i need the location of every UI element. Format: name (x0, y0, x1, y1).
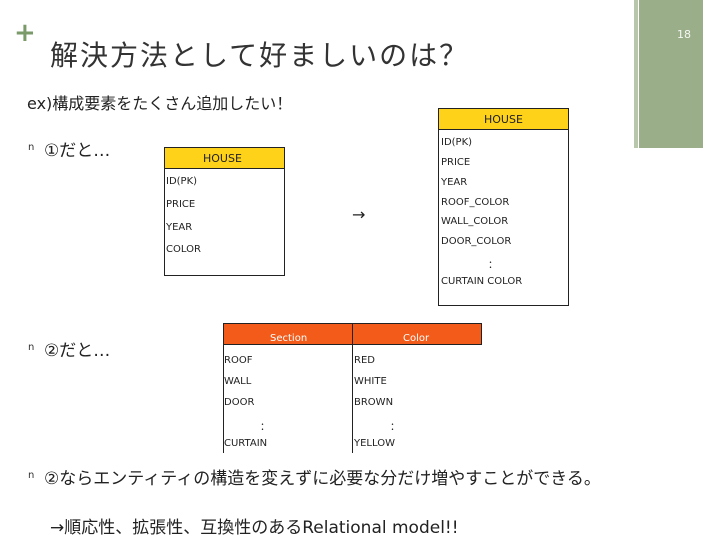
house-right-header: HOUSE (438, 108, 569, 130)
color-table-header-section: Section (270, 333, 308, 344)
house-entity-right: HOUSE ID(PK) PRICE YEAR ROOF_COLOR WALL_… (438, 108, 569, 306)
house-right-field: CURTAIN COLOR (441, 276, 523, 287)
house-right-field: ID(PK) (441, 137, 473, 148)
house-right-field: WALL_COLOR (441, 216, 509, 227)
page-bar-edge (634, 0, 638, 148)
house-left-header-label: HOUSE (203, 152, 242, 165)
bullet-marker-1: n (28, 142, 35, 153)
house-right-field: DOOR_COLOR (441, 236, 512, 247)
house-right-field: ： (488, 260, 498, 271)
house-right-body: ID(PK) PRICE YEAR ROOF_COLOR WALL_COLOR … (438, 129, 569, 306)
table-cell-color: BROWN (354, 397, 394, 408)
page-number-bar (639, 0, 703, 148)
house-right-field: PRICE (441, 157, 471, 168)
house-left-header: HOUSE (164, 147, 285, 169)
slide-subtitle: ex)構成要素をたくさん追加したい！ (27, 94, 293, 113)
transform-arrow: → (352, 205, 366, 224)
house-left-field: ID(PK) (166, 176, 198, 187)
house-right-field: ROOF_COLOR (441, 197, 510, 208)
table-cell-color: YELLOW (354, 438, 395, 449)
slide-plus-mark: + (14, 18, 36, 48)
bullet-2: ②だと… (44, 341, 111, 361)
house-entity-left: HOUSE ID(PK) PRICE YEAR COLOR (164, 147, 285, 276)
bullet-3: ②ならエンティティの構造を変えずに必要な分だけ増やすことができる。 (44, 469, 601, 489)
table-cell-section: ROOF (224, 355, 253, 366)
house-left-field: COLOR (166, 244, 201, 255)
house-left-body: ID(PK) PRICE YEAR COLOR (164, 168, 285, 276)
table-cell-section: ： (260, 422, 270, 433)
table-cell-section: CURTAIN (224, 438, 268, 449)
bullet-marker-2: n (28, 342, 35, 353)
slide-title: 解決方法として好ましいのは？ (50, 39, 470, 72)
house-left-field: PRICE (166, 199, 196, 210)
color-table-header-color: Color (403, 333, 430, 344)
conclusion-text: →順応性、拡張性、互換性のあるRelational model!! (50, 518, 459, 538)
table-cell-section: WALL (224, 376, 252, 387)
house-right-field: YEAR (441, 177, 468, 188)
table-cell-color: WHITE (354, 376, 387, 387)
table-cell-color: ： (390, 422, 400, 433)
bullet-1: ①だと… (44, 141, 111, 161)
table-cell-color: RED (354, 355, 375, 366)
house-left-field: YEAR (166, 222, 193, 233)
page-number: 18 (677, 28, 691, 41)
table-cell-section: DOOR (224, 397, 255, 408)
house-right-header-label: HOUSE (484, 113, 523, 126)
color-table: Section Color ROOF RED WALL WHITE DOOR B… (223, 323, 482, 453)
bullet-marker-3: n (28, 470, 35, 481)
